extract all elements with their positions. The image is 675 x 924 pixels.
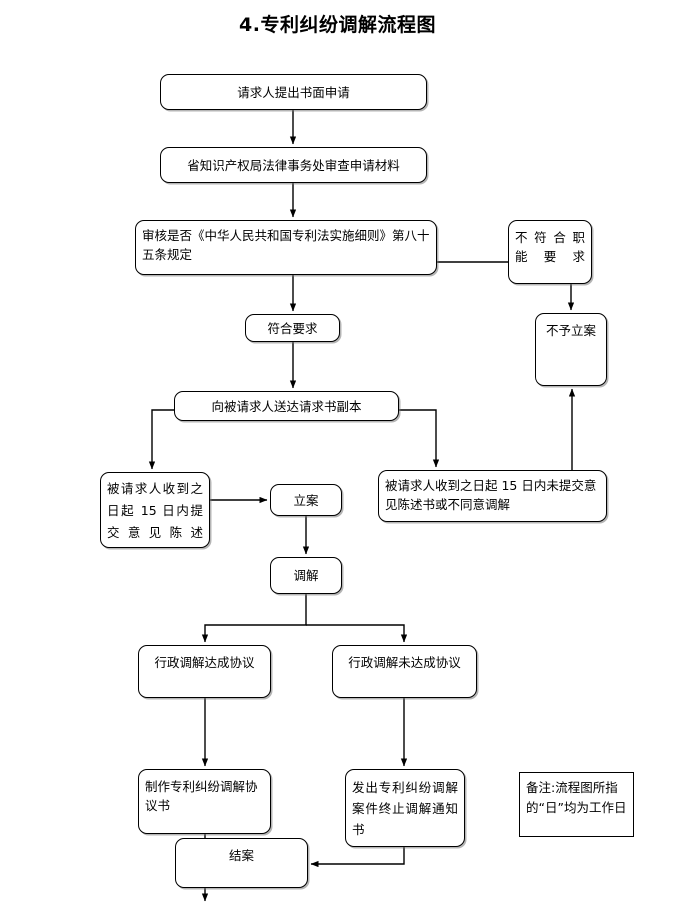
node-review-materials[interactable]: 省知识产权局法律事务处审查申请材料	[160, 147, 427, 183]
remark-box: 备注:流程图所指的“日”均为工作日	[519, 772, 634, 837]
node-not-qualified-label: 不 符 合 职 能要求	[515, 230, 585, 264]
node-serve-copy[interactable]: 向被请求人送达请求书副本	[174, 391, 399, 421]
node-close-case[interactable]: 结案	[175, 838, 308, 888]
node-no-agreement-label: 行政调解未达成协议	[348, 655, 461, 670]
node-make-agreement-label: 制作专利纠纷调解协议书	[145, 779, 258, 813]
node-case-filed[interactable]: 立案	[270, 484, 342, 516]
node-respondent-statement-label: 被请求人收到之日起 15 日内提交意见陈述	[107, 481, 203, 540]
node-mediation[interactable]: 调解	[270, 557, 342, 594]
page-title: 4.专利纠纷调解流程图	[239, 14, 436, 36]
node-not-qualified[interactable]: 不 符 合 职 能要求	[508, 220, 592, 284]
node-no-agreement[interactable]: 行政调解未达成协议	[332, 645, 477, 698]
node-apply[interactable]: 请求人提出书面申请	[160, 74, 427, 110]
node-agreement-reached[interactable]: 行政调解达成协议	[138, 645, 271, 698]
node-qualified[interactable]: 符合要求	[245, 314, 340, 342]
node-no-statement[interactable]: 被请求人收到之日起 15 日内未提交意见陈述书或不同意调解	[378, 470, 607, 522]
node-agreement-reached-label: 行政调解达成协议	[154, 655, 255, 670]
node-terminate-notice-label: 发出专利纠纷调解案件终止调解通知书	[352, 780, 458, 837]
node-apply-label: 请求人提出书面申请	[237, 84, 350, 100]
node-check-regulation[interactable]: 审核是否《中华人民共和国专利法实施细则》第八十五条规定	[135, 220, 437, 275]
remark-text: 备注:流程图所指的“日”均为工作日	[526, 780, 627, 815]
node-no-filing-label: 不予立案	[545, 323, 596, 338]
node-case-filed-label: 立案	[293, 492, 319, 508]
edge-mediation-to-no-agreement	[306, 624, 408, 643]
node-qualified-label: 符合要求	[267, 320, 318, 336]
edge-serve-to-no-statement	[399, 409, 440, 468]
node-serve-copy-label: 向被请求人送达请求书副本	[211, 398, 362, 414]
node-mediation-label: 调解	[293, 568, 319, 583]
node-respondent-statement[interactable]: 被请求人收到之日起 15 日内提交意见陈述	[100, 472, 210, 548]
node-close-case-label: 结案	[228, 848, 254, 863]
node-no-statement-label: 被请求人收到之日起 15 日内未提交意见陈述书或不同意调解	[385, 478, 597, 512]
node-make-agreement[interactable]: 制作专利纠纷调解协议书	[138, 769, 271, 834]
node-check-regulation-label: 审核是否《中华人民共和国专利法实施细则》第八十五条规定	[142, 228, 430, 262]
node-no-filing[interactable]: 不予立案	[535, 313, 607, 386]
edge-serve-to-statement	[148, 409, 174, 470]
edge-notice-to-close	[310, 847, 405, 868]
edge-mediation-to-agreement	[201, 594, 307, 643]
node-terminate-notice[interactable]: 发出专利纠纷调解案件终止调解通知书	[345, 769, 465, 847]
node-review-materials-label: 省知识产权局法律事务处审查申请材料	[187, 157, 400, 173]
